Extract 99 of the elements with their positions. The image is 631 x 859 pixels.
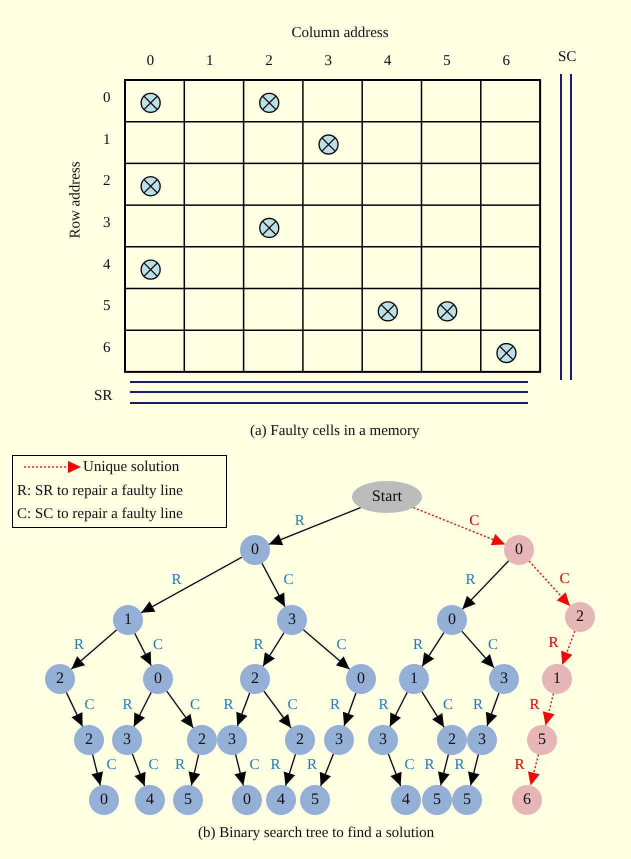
arrow [528,754,540,786]
solution-node: 2 [565,602,595,632]
tree-node: 1 [399,664,429,694]
arrow [542,693,554,726]
edge-label: C [189,696,202,712]
spare-column-label: SC [558,48,576,66]
tree-node: 0 [143,664,173,694]
solution-node: 5 [527,725,557,755]
edge-label: C [487,636,500,652]
edge-label: C [442,696,454,712]
tree-node: 4 [391,785,421,815]
row-number: 3 [103,214,110,232]
arrow [66,692,84,727]
arrow [236,692,250,726]
row-number: 5 [103,297,110,316]
arrow [461,630,495,668]
tree-node: 2 [45,664,75,694]
caption: (a) Faulty cells in a memory [250,422,420,440]
arrow [302,629,350,670]
arrow [422,632,444,667]
arrow [140,556,242,614]
arrow [561,630,576,666]
arrow [462,560,510,610]
tree-node: 2 [437,725,467,755]
arrow [268,506,361,546]
tree-node: 2 [285,725,315,755]
edge-label: C [152,636,164,652]
column-number: 1 [206,52,214,70]
tree-node: 0 [232,785,262,815]
row-number: 1 [103,130,110,149]
tree-node: 5 [173,785,203,815]
caption: (b) Binary search tree to find a solution [198,824,434,842]
column-number: 6 [502,52,510,70]
arrow [486,692,500,726]
edge-label: C [558,570,571,586]
axis-title: Column address [292,24,389,42]
arrow [234,754,246,786]
tree-node: 3 [112,725,142,755]
tree-node: 1 [113,605,143,635]
legend-text: Unique solution [83,458,180,476]
edge-label: C [336,636,348,652]
arrow [166,690,194,728]
arrow [528,560,570,606]
solution-node: 1 [542,664,572,694]
column-number: 2 [265,52,273,70]
solution-node: 0 [504,535,534,565]
arrow [132,754,146,786]
arrow [91,754,104,786]
arrow [261,562,286,608]
arrow [134,633,152,666]
legend-text: R: SR to repair a faulty line [17,482,183,500]
tree-node: 5 [422,785,452,815]
tree-node: 2 [74,725,104,755]
tree-node: 3 [217,725,247,755]
tree-node: 4 [266,785,296,815]
arrow [388,754,402,786]
tree-node: 0 [346,664,376,694]
column-number: 0 [146,52,154,70]
start-ellipse: Start [352,481,422,513]
tree-node: 0 [437,605,467,635]
spare-row-label: SR [94,387,112,405]
column-number: 3 [324,52,332,70]
arrow [263,690,292,728]
column-number: 4 [384,52,392,70]
tree-node: 5 [452,785,482,815]
edge-label: C [286,696,299,712]
arrow [133,692,152,727]
tree-node: 3 [489,664,519,694]
tree-node: 3 [324,725,354,755]
tree-node: 0 [89,785,119,815]
tree-node: 4 [135,785,165,815]
legend-text: C: SC to repair a faulty line [17,505,183,523]
solution-node: 6 [512,785,542,815]
tree-node: 2 [187,725,217,755]
edge-label: C [84,696,96,712]
arrow [284,754,296,786]
row-number: 0 [103,88,110,107]
arrow [262,632,285,667]
arrow [320,754,334,786]
tree-node: 3 [277,605,307,635]
arrow [468,754,480,786]
arrow [389,692,408,727]
tree-node: 2 [240,664,270,694]
row-number: 6 [103,339,110,358]
tree-node: 3 [368,725,398,755]
column-number: 5 [443,52,451,70]
row-number: 4 [103,256,110,274]
arrow [70,629,118,670]
axis-title: Row address [66,161,84,239]
tree-node: 0 [240,535,270,565]
tree-node: 5 [300,785,330,815]
arrow [438,754,450,786]
tree-node: 3 [467,725,497,755]
arrow [413,506,506,546]
arrow [421,691,445,728]
arrow [342,692,357,726]
edge-label: R [294,512,306,529]
arrow [188,754,200,786]
row-number: 2 [103,172,110,190]
